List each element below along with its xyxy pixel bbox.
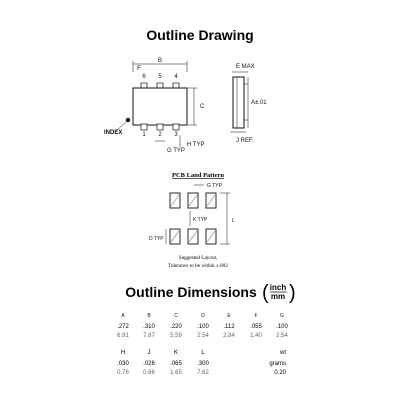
dim-mm-e: 2.84 [223, 333, 235, 339]
dim-mm-l: 7.62 [197, 370, 209, 376]
pad-hatch [188, 230, 198, 243]
dim-inch-d: .100 [197, 324, 209, 330]
dim-header-f: F [254, 313, 257, 319]
f-label: F [137, 66, 141, 72]
pcb-note-2: Tolerance to be within ±.002 [168, 263, 228, 269]
pad-hatch [188, 194, 198, 207]
pin-label-4: 4 [174, 74, 178, 80]
dim-inch-f: .055 [250, 324, 262, 330]
dim-inch-k: .065 [170, 361, 182, 367]
dim-inch-c: .220 [170, 324, 182, 330]
h-label: H TYP [187, 142, 205, 148]
package-body [132, 87, 188, 126]
dim-mm-h: 0.76 [117, 370, 129, 376]
pad-hatch [170, 194, 180, 207]
pad-hatch [170, 230, 180, 243]
pad-hatch [206, 230, 216, 243]
dim-inch-j: .026 [143, 361, 155, 367]
dim-inch-l: .300 [197, 361, 209, 367]
dim-header-d: D [201, 313, 205, 319]
page-title: Outline Drawing [146, 27, 253, 43]
pin-label-2: 2 [158, 132, 162, 138]
pcb-land-pattern: PCB Land Pattern G TYP K TYP D TYP L Sug… [149, 172, 235, 269]
dim-mm-d: 2.54 [197, 333, 209, 339]
dims-row2: H J K L .030 .026 .065 .300 0.76 0.66 1.… [117, 350, 286, 376]
dim-header-j: J [148, 350, 151, 356]
dim-header-c: C [174, 313, 178, 319]
wt-header: wt [279, 350, 286, 356]
dim-mm-f: 1.40 [250, 333, 262, 339]
dim-header-e: E [227, 313, 231, 319]
pin-2 [156, 123, 164, 131]
pin-label-1: 1 [142, 132, 146, 138]
dim-mm-c: 5.59 [170, 333, 182, 339]
dim-inch-a: .272 [117, 324, 129, 330]
pin-1 [140, 123, 148, 131]
pcb-d-label: D TYP [149, 236, 164, 242]
dim-header-b: B [147, 313, 151, 319]
dim-header-a: A [121, 313, 125, 319]
j-label: J REF. [236, 138, 254, 144]
outline-side-view: E MAX A±.01 J REF. [230, 64, 267, 144]
unit-inch: inch [270, 283, 287, 292]
dim-header-l: L [201, 350, 205, 356]
side-body [232, 76, 245, 129]
dim-inch-g: .100 [276, 324, 288, 330]
dim-inch-h: .030 [117, 361, 129, 367]
dim-mm-k: 1.65 [170, 370, 182, 376]
unit-mm: mm [271, 292, 285, 301]
pcb-note-1: Suggested Layout, [179, 255, 218, 261]
dim-header-h: H [121, 350, 125, 356]
dim-header-k: K [174, 350, 178, 356]
dim-mm-g: 2.54 [276, 333, 288, 339]
dimensions-title: Outline Dimensions [125, 284, 257, 300]
pin-3 [172, 123, 180, 131]
index-leader [115, 120, 128, 132]
pin-label-6: 6 [142, 74, 146, 80]
pcb-l-label: L [232, 218, 235, 224]
unit-paren-left: ( [262, 282, 269, 304]
pin-label-3: 3 [174, 132, 178, 138]
dim-mm-j: 0.66 [143, 370, 155, 376]
b-label: B [158, 58, 162, 64]
dim-header-g: G [280, 313, 284, 319]
pcb-g-label: G TYP [207, 183, 223, 189]
a-label: A±.01 [251, 100, 267, 106]
index-label: INDEX [104, 130, 122, 136]
dim-mm-a: 6.91 [117, 333, 129, 339]
pcb-title: PCB Land Pattern [172, 172, 224, 179]
pcb-k-label: K TYP [193, 217, 208, 223]
e-max-label: E MAX [236, 64, 255, 70]
pin-label-5: 5 [158, 74, 162, 80]
dim-mm-b: 7.87 [143, 333, 155, 339]
unit-paren-right: ) [289, 282, 296, 304]
wt-unit: grams [269, 361, 286, 367]
outline-top-view: B F 6 5 4 1 2 3 INDEX C G TYP H TYP [104, 58, 205, 154]
dims-row1: A B C D E F G .272 .310 .220 .100 .112 .… [117, 313, 288, 339]
pad-hatch [206, 194, 216, 207]
g-label: G TYP [167, 148, 185, 154]
dimensions-section: Outline Dimensions ( inch mm ) A B C D E… [117, 282, 296, 376]
wt-value: 0.20 [274, 370, 286, 376]
dim-inch-e: .112 [223, 324, 235, 330]
dim-inch-b: .310 [143, 324, 155, 330]
c-label: C [200, 104, 205, 110]
